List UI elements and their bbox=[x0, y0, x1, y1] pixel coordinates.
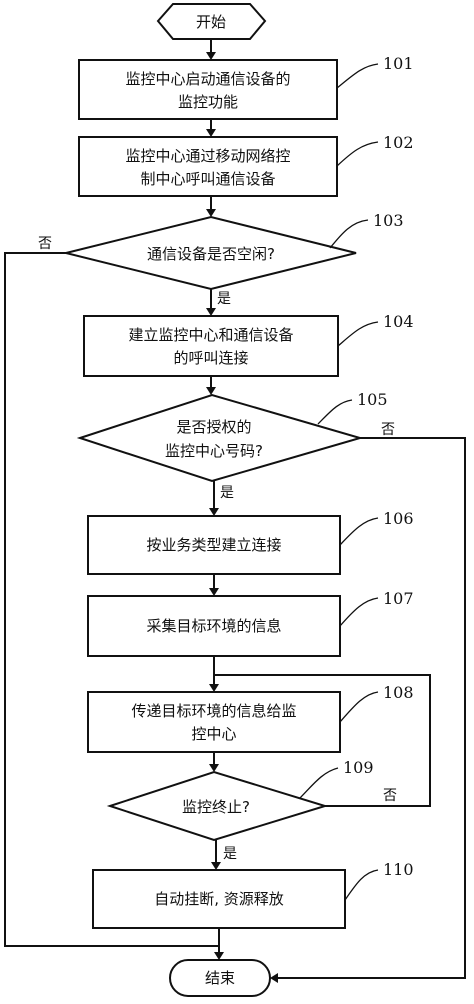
decision-105-line-1: 是否授权的 bbox=[176, 418, 251, 436]
process-104-line-1: 建立监控中心和通信设备 bbox=[128, 326, 293, 344]
decision-103-yes-label: 是 bbox=[217, 291, 231, 307]
no-branch-105 bbox=[270, 437, 466, 983]
decision-103-no-label: 否 bbox=[38, 236, 52, 252]
decision-105-line-2: 监控中心号码? bbox=[165, 442, 263, 460]
process-108: 传递目标环境的信息给监 控中心 bbox=[87, 691, 341, 753]
ref-107: 107 bbox=[383, 589, 414, 608]
process-101-line-1: 监控中心启动通信设备的 bbox=[125, 70, 290, 88]
flow-connectors bbox=[206, 39, 224, 960]
decision-109-text: 监控终止? bbox=[182, 798, 250, 816]
decision-109-yes-label: 是 bbox=[223, 846, 237, 862]
process-107-text: 采集目标环境的信息 bbox=[146, 617, 281, 635]
decision-105-yes-label: 是 bbox=[220, 485, 234, 501]
decision-103: 通信设备是否空闲? bbox=[65, 215, 357, 291]
process-101: 监控中心启动通信设备的 监控功能 bbox=[78, 59, 338, 120]
process-104: 建立监控中心和通信设备 的呼叫连接 bbox=[83, 315, 339, 377]
ref-105: 105 bbox=[357, 390, 388, 409]
ref-110: 110 bbox=[383, 860, 414, 879]
process-106: 按业务类型建立连接 bbox=[87, 515, 341, 575]
decision-105-no-label: 否 bbox=[381, 422, 395, 438]
process-110-text: 自动挂断, 资源释放 bbox=[154, 890, 284, 908]
ref-102: 102 bbox=[383, 133, 414, 152]
process-102-line-1: 监控中心通过移动网络控 bbox=[125, 147, 290, 165]
ref-103: 103 bbox=[373, 211, 404, 230]
process-108-line-2: 控中心 bbox=[191, 725, 236, 743]
process-107: 采集目标环境的信息 bbox=[87, 595, 341, 657]
no-branch-103 bbox=[4, 252, 219, 947]
process-110: 自动挂断, 资源释放 bbox=[92, 869, 346, 929]
ref-101: 101 bbox=[383, 54, 414, 73]
process-102: 监控中心通过移动网络控 制中心呼叫通信设备 bbox=[78, 136, 338, 197]
process-106-text: 按业务类型建立连接 bbox=[146, 536, 281, 554]
decision-103-text: 通信设备是否空闲? bbox=[147, 245, 275, 263]
decision-109-no-label: 否 bbox=[383, 788, 397, 804]
start-label: 开始 bbox=[196, 13, 226, 31]
end-label: 结束 bbox=[205, 969, 235, 987]
decision-109: 监控终止? bbox=[106, 770, 329, 842]
ref-104: 104 bbox=[383, 312, 414, 331]
process-102-line-2: 制中心呼叫通信设备 bbox=[140, 170, 275, 188]
process-101-line-2: 监控功能 bbox=[178, 93, 238, 111]
ref-108: 108 bbox=[383, 683, 414, 702]
process-104-line-2: 的呼叫连接 bbox=[173, 349, 248, 367]
ref-106: 106 bbox=[383, 509, 414, 528]
reference-leaders bbox=[299, 63, 379, 901]
ref-109: 109 bbox=[343, 758, 374, 777]
end-node: 结束 bbox=[169, 959, 271, 997]
process-108-line-1: 传递目标环境的信息给监 bbox=[131, 702, 296, 720]
loop-connector-109-no bbox=[213, 656, 431, 807]
start-node: 开始 bbox=[156, 3, 267, 40]
decision-105: 是否授权的 监控中心号码? bbox=[76, 393, 364, 483]
